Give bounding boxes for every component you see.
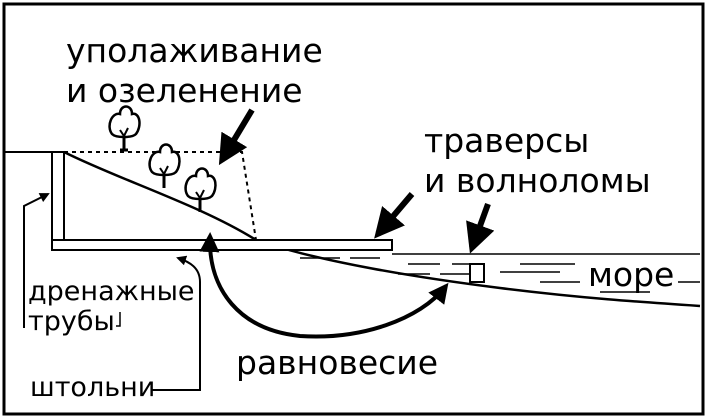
- breakwater-arrow: [466, 202, 495, 254]
- tree-icon: [148, 143, 181, 188]
- tree-icon: [108, 105, 141, 152]
- equilibrium-label: равновесие: [236, 343, 439, 382]
- breakwater-block: [469, 263, 485, 283]
- slope-arrow: [218, 108, 255, 166]
- slope-label-line1: уполаживание: [66, 31, 323, 70]
- traverse-label-line2: и волноломы: [424, 161, 651, 200]
- drainage-pipe: [51, 239, 393, 251]
- drainage-wall: [51, 151, 65, 249]
- equilibrium-arrow: [199, 232, 449, 339]
- traverse-arrow: [374, 192, 415, 239]
- traverse-label-line1: траверсы: [424, 121, 590, 160]
- adits-label: штольни: [30, 372, 156, 403]
- drain-leader: [23, 193, 50, 328]
- tree-icon: [184, 167, 217, 212]
- drain-bracket: [116, 312, 121, 327]
- drain-label-line1: дренажные: [28, 276, 195, 307]
- slope-label-line2: и озеленение: [66, 71, 303, 110]
- drain-label-line2: трубы: [28, 306, 115, 337]
- sea-label: море: [584, 258, 679, 291]
